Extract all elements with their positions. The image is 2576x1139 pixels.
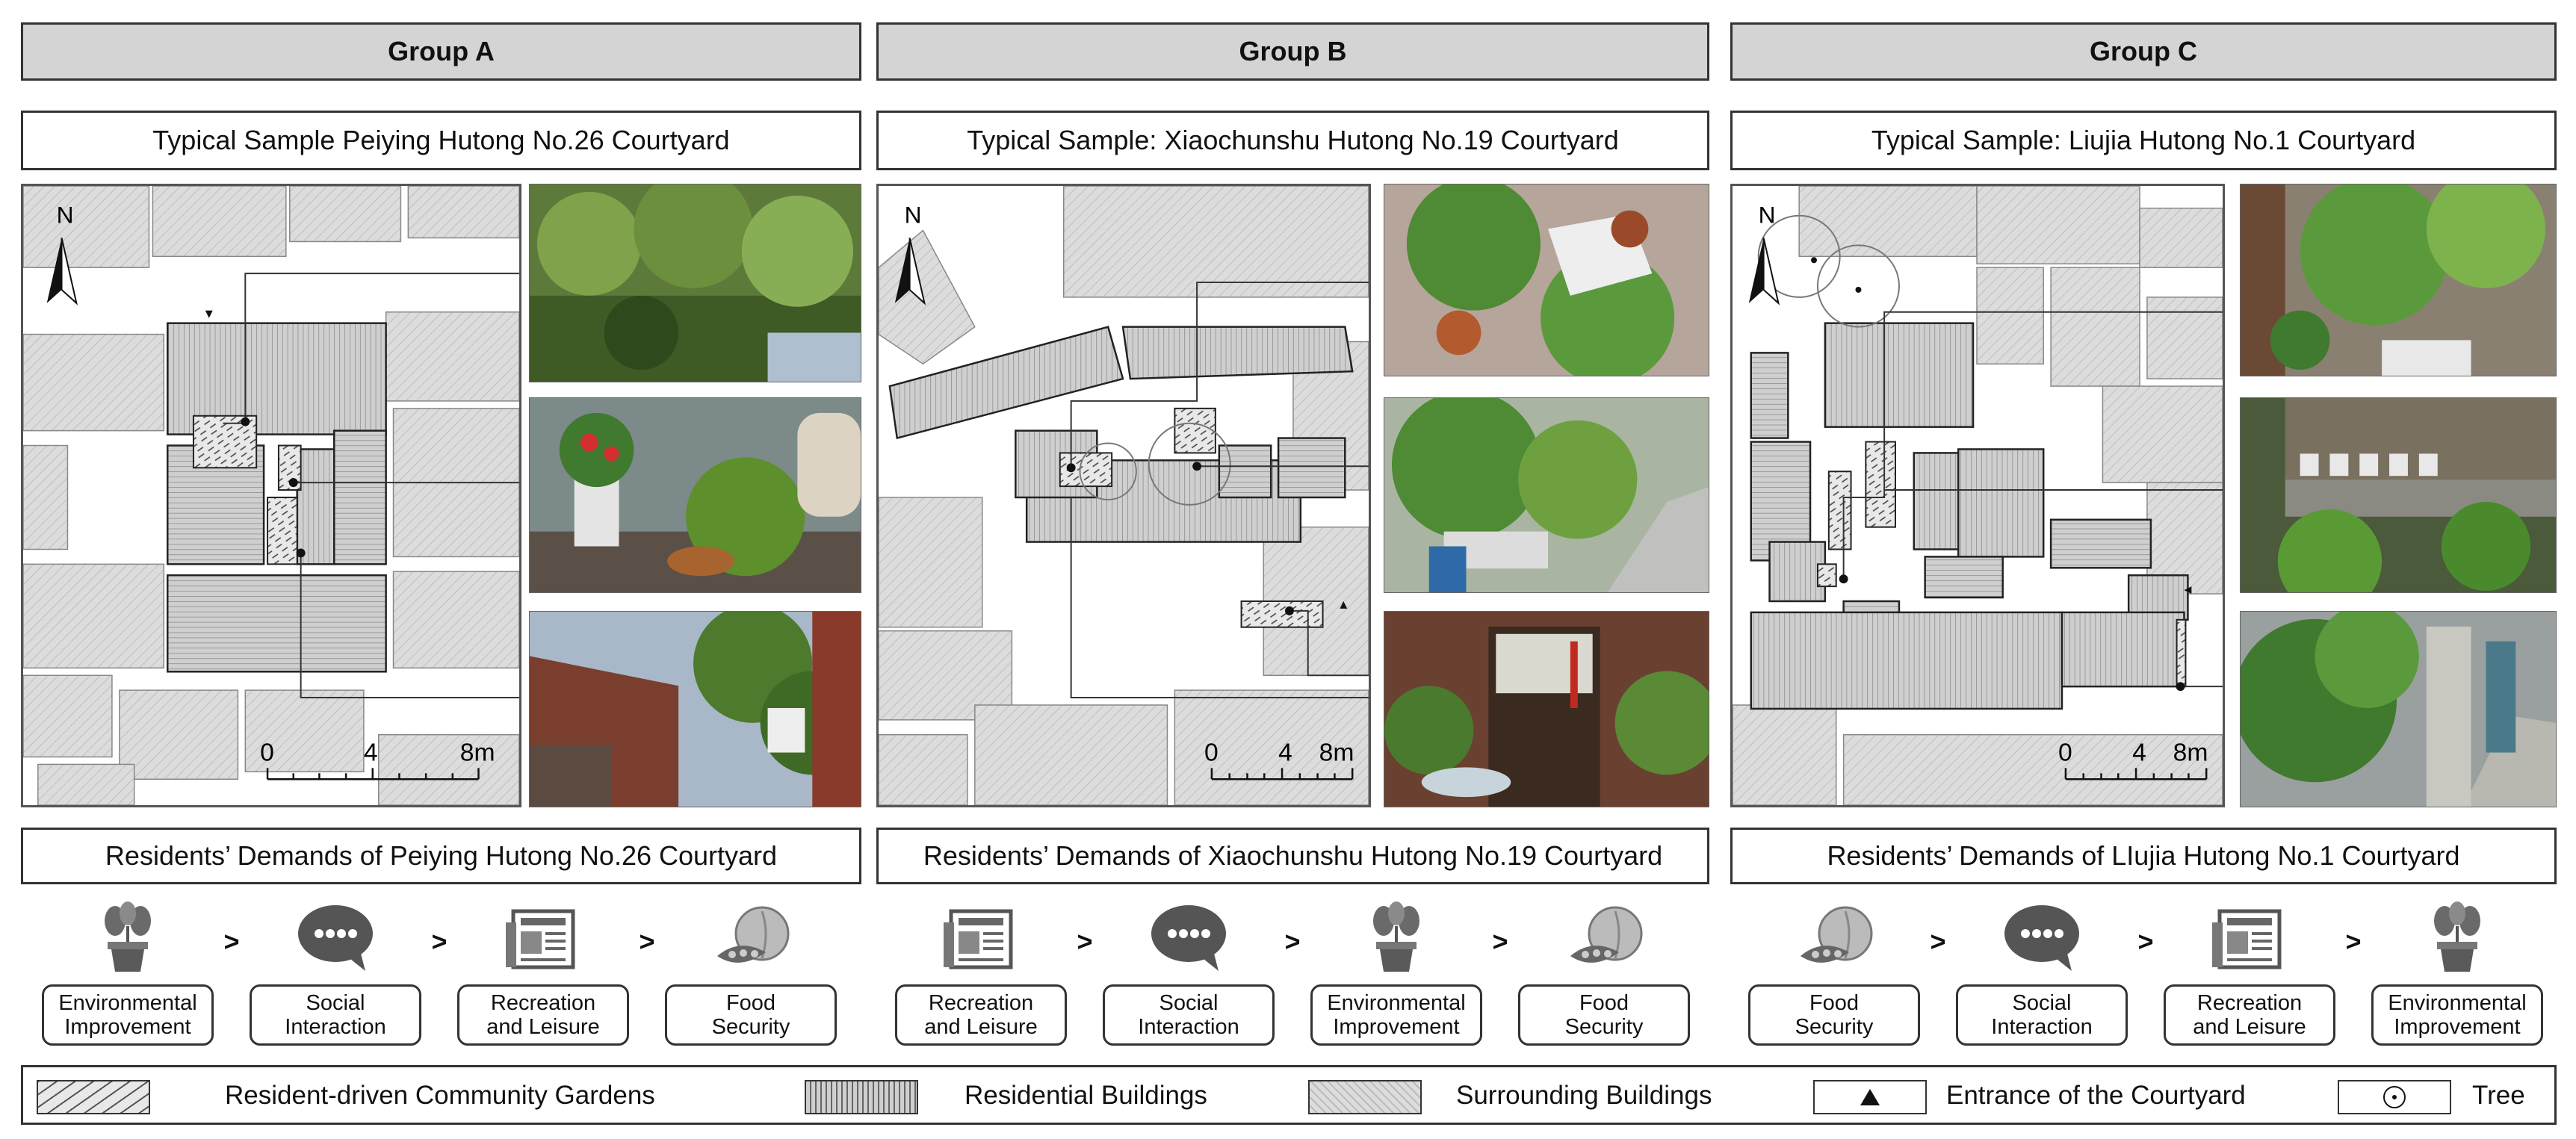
demand-label: Food Security (1748, 984, 1920, 1046)
newspaper-icon (502, 900, 584, 975)
legend-label-entrance: Entrance of the Courtyard (1946, 1081, 2246, 1110)
site-plan-drawing: N 0 4 8m (879, 186, 1369, 805)
vegetables-icon (1793, 900, 1875, 975)
scale-zero: 0 (2058, 738, 2072, 766)
group-b-photo-1 (1384, 184, 1709, 376)
group-a-title: Group A (388, 36, 495, 66)
group-a-header: Group A (21, 22, 861, 81)
greater-than-symbol: > (2345, 926, 2362, 957)
sample-title-text: Typical Sample: Xiaochunshu Hutong No.19… (967, 125, 1619, 155)
demand-label: Environmental Improvement (1310, 984, 1482, 1046)
north-label: N (57, 202, 74, 229)
scale-eight: 8m (2173, 738, 2208, 766)
demand-label: Environmental Improvement (42, 984, 214, 1046)
group-c-sample-title: Typical Sample: Liujia Hutong No.1 Court… (1730, 111, 2557, 170)
site-plan-drawing: N 0 4 8m (1733, 186, 2223, 805)
group-c-photo-2 (2240, 397, 2557, 593)
group-a-sample-title: Typical Sample Peiying Hutong No.26 Cour… (21, 111, 861, 170)
demands-title-text: Residents’ Demands of Xiaochunshu Hutong… (923, 840, 1663, 871)
group-a-photo-1 (529, 184, 861, 382)
legend-label-gardens: Resident-driven Community Gardens (225, 1081, 655, 1110)
group-c-title: Group C (2090, 36, 2197, 66)
scale-zero: 0 (1204, 738, 1219, 766)
greater-than-symbol: > (223, 926, 240, 957)
site-plan-drawing: N 0 4 8m (23, 186, 519, 805)
group-a-demands-title: Residents’ Demands of Peiying Hutong No.… (21, 828, 861, 884)
demand-label: Social Interaction (1103, 984, 1275, 1046)
group-b-photo-3 (1384, 611, 1709, 807)
north-label: N (1759, 202, 1776, 229)
legend-label-tree: Tree (2472, 1081, 2525, 1110)
demands-title-text: Residents’ Demands of LIujia Hutong No.1… (1827, 840, 2460, 871)
group-a-site-plan: N 0 4 8m (21, 184, 521, 807)
scale-four: 4 (1278, 738, 1292, 766)
greater-than-symbol: > (1284, 926, 1301, 957)
legend-swatch-gardens (37, 1080, 150, 1114)
sample-title-text: Typical Sample: Liujia Hutong No.1 Court… (1871, 125, 2416, 155)
demand-label: Food Security (665, 984, 837, 1046)
tree-icon (2383, 1086, 2406, 1108)
vegetables-icon (710, 900, 792, 975)
group-c-site-plan: N 0 4 8m (1730, 184, 2225, 807)
group-b-demands-title: Residents’ Demands of Xiaochunshu Hutong… (876, 828, 1709, 884)
legend-label-surrounding: Surrounding Buildings (1456, 1081, 1712, 1110)
greater-than-symbol: > (1930, 926, 1946, 957)
group-a-photo-2 (529, 397, 861, 593)
group-b-title: Group B (1239, 36, 1347, 66)
demand-label: Food Security (1518, 984, 1690, 1046)
vegetables-icon (1563, 900, 1645, 975)
group-b-site-plan: N 0 4 8m (876, 184, 1371, 807)
scale-four: 4 (2132, 738, 2146, 766)
demand-label: Social Interaction (250, 984, 421, 1046)
plant-pot-icon (2416, 900, 2498, 975)
speech-bubble-icon (2001, 900, 2083, 975)
plant-pot-icon (1355, 900, 1437, 975)
demand-label: Recreation and Leisure (2164, 984, 2335, 1046)
group-b-sample-title: Typical Sample: Xiaochunshu Hutong No.19… (876, 111, 1709, 170)
greater-than-symbol: > (1077, 926, 1093, 957)
scale-zero: 0 (260, 738, 274, 766)
speech-bubble-icon (294, 900, 377, 975)
legend-swatch-entrance (1813, 1080, 1927, 1114)
legend-label-residential: Residential Buildings (965, 1081, 1207, 1110)
speech-bubble-icon (1148, 900, 1230, 975)
plant-pot-icon (87, 900, 169, 975)
legend-swatch-tree (2338, 1080, 2451, 1114)
group-c-photo-1 (2240, 184, 2557, 376)
demand-label: Recreation and Leisure (895, 984, 1067, 1046)
group-b-header: Group B (876, 22, 1709, 81)
group-a-photo-3 (529, 611, 861, 807)
demand-label: Recreation and Leisure (457, 984, 629, 1046)
scale-four: 4 (364, 738, 378, 766)
group-c-demands-title: Residents’ Demands of LIujia Hutong No.1… (1730, 828, 2557, 884)
greater-than-symbol: > (1492, 926, 1508, 957)
greater-than-symbol: > (2137, 926, 2154, 957)
sample-title-text: Typical Sample Peiying Hutong No.26 Cour… (152, 125, 730, 155)
legend-swatch-surrounding (1308, 1080, 1422, 1114)
demand-label: Environmental Improvement (2371, 984, 2543, 1046)
newspaper-icon (940, 900, 1022, 975)
legend: Resident-driven Community Gardens Reside… (21, 1065, 2557, 1125)
greater-than-symbol: > (639, 926, 655, 957)
legend-swatch-residential (805, 1080, 918, 1114)
north-label: N (905, 202, 922, 229)
greater-than-symbol: > (431, 926, 448, 957)
triangle-icon (1860, 1089, 1880, 1105)
group-b-photo-2 (1384, 397, 1709, 593)
scale-eight: 8m (460, 738, 495, 766)
newspaper-icon (2208, 900, 2291, 975)
group-c-photo-3 (2240, 611, 2557, 807)
demands-title-text: Residents’ Demands of Peiying Hutong No.… (105, 840, 778, 871)
group-c-header: Group C (1730, 22, 2557, 81)
scale-eight: 8m (1319, 738, 1354, 766)
demand-label: Social Interaction (1956, 984, 2128, 1046)
